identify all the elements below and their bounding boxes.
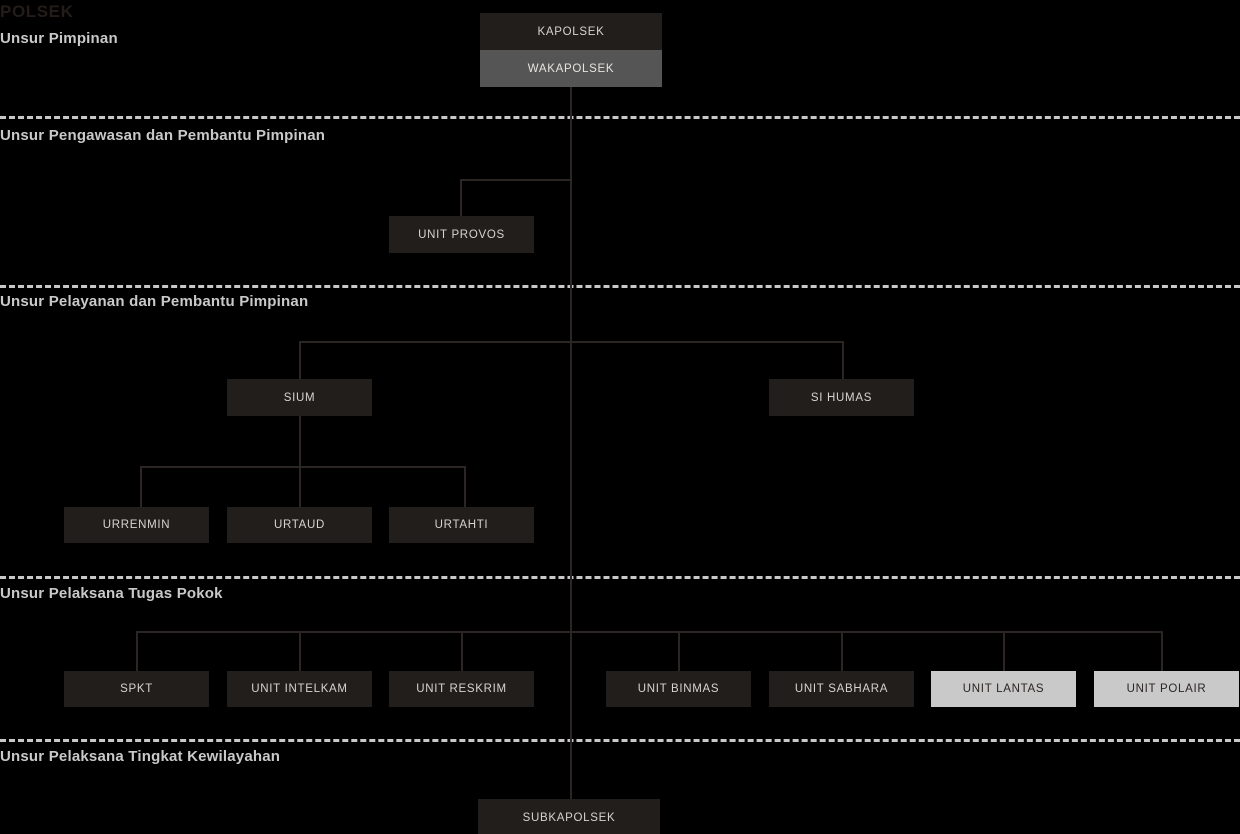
connector-pelaksana-horizontal: [136, 631, 1162, 633]
connector-unit-intelkam-drop: [299, 631, 301, 671]
connector-sium-drop: [299, 341, 301, 379]
node-unit-intelkam[interactable]: UNIT INTELKAM: [227, 671, 372, 707]
section-label-unsur-pelaksana-kewilayahan: Unsur Pelaksana Tingkat Kewilayahan: [0, 748, 281, 765]
node-unit-sabhara[interactable]: UNIT SABHARA: [769, 671, 914, 707]
section-label-unsur-pelayanan: Unsur Pelayanan dan Pembantu Pimpinan: [0, 293, 309, 310]
node-spkt[interactable]: SPKT: [64, 671, 209, 707]
connector-ur-horizontal: [140, 466, 466, 468]
node-unit-provos[interactable]: UNIT PROVOS: [389, 216, 534, 253]
connector-provos-horizontal: [460, 179, 572, 181]
connector-si-humas-drop: [842, 341, 844, 379]
node-si-humas[interactable]: SI HUMAS: [769, 379, 914, 416]
connector-sium-humas-horizontal: [299, 341, 844, 343]
node-urtaud[interactable]: URTAUD: [227, 507, 372, 543]
node-unit-reskrim[interactable]: UNIT RESKRIM: [389, 671, 534, 707]
section-divider-1: [0, 116, 1240, 119]
node-sium[interactable]: SIUM: [227, 379, 372, 416]
connector-urtaud-drop: [299, 466, 301, 507]
node-unit-polair[interactable]: UNIT POLAIR: [1094, 671, 1239, 707]
section-divider-3: [0, 576, 1240, 579]
section-label-unsur-pelaksana-tugas-pokok: Unsur Pelaksana Tugas Pokok: [0, 585, 223, 602]
connector-unit-binmas-drop: [678, 631, 680, 671]
section-divider-4: [0, 739, 1240, 742]
connector-unit-lantas-drop: [1003, 631, 1005, 671]
section-label-unsur-pimpinan: Unsur Pimpinan: [0, 30, 118, 47]
node-subkapolsek[interactable]: SUBKAPOLSEK: [478, 799, 660, 834]
connector-urrenmin-drop: [140, 466, 142, 507]
connector-urtahti-drop: [464, 466, 466, 507]
connector-provos-drop: [460, 179, 462, 216]
spine-main-vertical: [570, 86, 572, 802]
connector-unit-reskrim-drop: [461, 631, 463, 671]
node-unit-lantas[interactable]: UNIT LANTAS: [931, 671, 1076, 707]
node-urtahti[interactable]: URTAHTI: [389, 507, 534, 543]
node-wakapolsek[interactable]: WAKAPOLSEK: [480, 50, 662, 87]
page-title: POLSEK: [0, 2, 74, 21]
node-urrenmin[interactable]: URRENMIN: [64, 507, 209, 543]
section-divider-2: [0, 285, 1240, 288]
connector-unit-sabhara-drop: [841, 631, 843, 671]
connector-unit-polair-drop: [1161, 631, 1163, 671]
section-label-unsur-pengawasan: Unsur Pengawasan dan Pembantu Pimpinan: [0, 127, 326, 144]
connector-sium-stem: [299, 416, 301, 466]
connector-spkt-drop: [136, 631, 138, 671]
node-unit-binmas[interactable]: UNIT BINMAS: [606, 671, 751, 707]
node-kapolsek[interactable]: KAPOLSEK: [480, 13, 662, 50]
